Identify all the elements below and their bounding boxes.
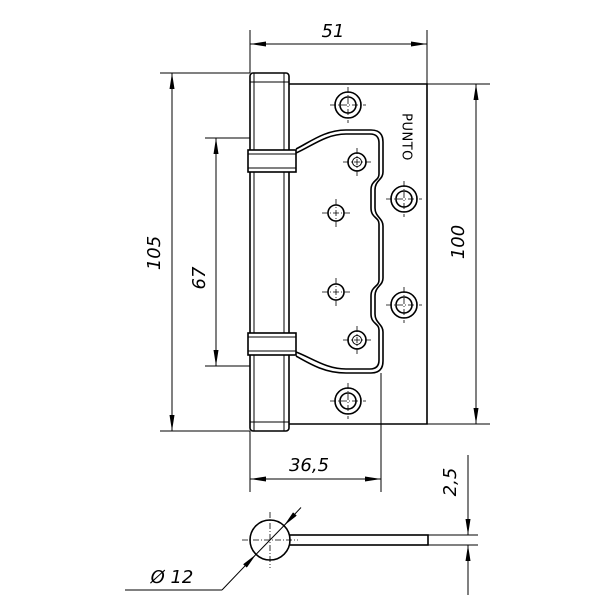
dimension-knuckle-length: 105 (144, 72, 250, 432)
dimension-label-knuckle-length: 105 (144, 236, 165, 270)
inner-leaf-outline (295, 133, 380, 370)
dimension-knuckle-diameter: Ø 12 (125, 507, 302, 591)
dimension-overall-width: 51 (249, 21, 428, 84)
leader-line (221, 554, 257, 591)
inner-leaf-screw-hole (343, 326, 371, 354)
outer-leaf-cutout-outline (295, 129, 384, 374)
diameter-line (255, 525, 285, 555)
knuckle-tab-upper-outline (247, 149, 297, 173)
inner-leaf-screw-hole (343, 148, 371, 176)
dimension-inner-leaf-width: 36,5 (249, 373, 382, 492)
leaf-profile (288, 534, 429, 546)
inner-leaf (295, 129, 384, 374)
dimension-plate-height: 100 (427, 83, 490, 425)
knuckle-tab-lower (247, 332, 297, 356)
dimension-label-thickness: 2,5 (440, 468, 461, 497)
dimension-label-overall-width: 51 (322, 21, 345, 42)
brand-mark: PUNTO (399, 113, 414, 161)
dimension-thickness: 2,5 (428, 455, 478, 595)
outer-leaf-plate (289, 83, 428, 425)
knuckle-tab-lower-outline (247, 332, 297, 356)
inner-leaf-screw-hole (322, 199, 350, 227)
dimension-label-plate-height: 100 (448, 225, 469, 259)
dimension-inner-leaf-length: 67 (189, 137, 250, 367)
outer-leaf-screw-hole (330, 383, 366, 419)
knuckle-tab-upper (247, 149, 297, 173)
knuckle-outline (249, 72, 290, 432)
outer-leaf-screw-hole (330, 87, 366, 123)
hinge-knuckle (249, 72, 290, 432)
dimension-label-knuckle-diameter: Ø 12 (150, 567, 194, 588)
outer-leaf-screw-hole (386, 181, 422, 217)
outer-leaf-screw-hole (386, 287, 422, 323)
leader-line (283, 507, 302, 526)
dimension-label-inner-leaf-length: 67 (189, 266, 210, 289)
inner-leaf-screw-hole (322, 278, 350, 306)
dimension-label-inner-leaf-width: 36,5 (289, 455, 329, 476)
